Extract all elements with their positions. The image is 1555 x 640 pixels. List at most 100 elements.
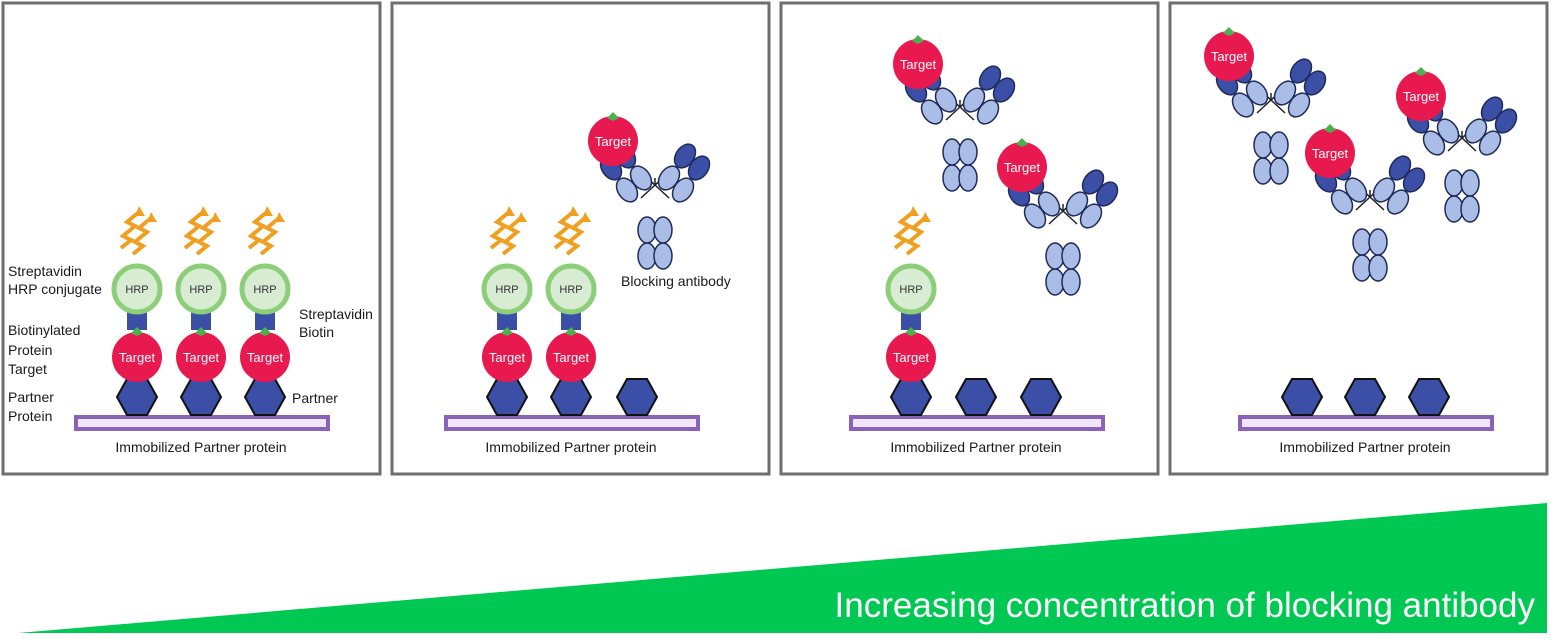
signal-icon — [893, 204, 933, 256]
hrp-circle — [545, 263, 597, 315]
target-circle — [546, 332, 596, 382]
streptavidin-block — [191, 310, 211, 330]
panel-2: Immobilized Partner protein Target HRP T… — [444, 112, 731, 455]
target-circle — [997, 142, 1047, 192]
target-circle — [176, 332, 226, 382]
label-blocking-antibody: Blocking antibody — [621, 273, 731, 289]
label-partner: Partner — [292, 390, 338, 406]
signal-icon — [119, 204, 159, 256]
label-partner-protein-1: Partner — [8, 389, 54, 405]
hrp-circle — [175, 263, 227, 315]
biotin-icon — [565, 327, 577, 336]
panel-4: Immobilized Partner protein Target Targe… — [1204, 27, 1522, 455]
biotin-icon — [607, 112, 619, 121]
streptavidin-block — [255, 310, 275, 330]
panel-3-frame — [779, 1, 1160, 476]
antibody-complex: Target — [997, 138, 1123, 296]
bound-complex: Target HRP — [545, 204, 597, 416]
label-streptavidin-biotin-1: Streptavidin — [299, 306, 373, 322]
bound-complex: Target HRP — [481, 204, 533, 416]
label-streptavidin-biotin-2: Biotin — [299, 324, 334, 340]
streptavidin-block — [561, 310, 581, 330]
signal-icon — [489, 204, 529, 256]
panel-1-frame — [1, 1, 382, 476]
target-label: Target — [183, 350, 220, 365]
panel-4-frame — [1168, 1, 1549, 476]
antibody-complex: Target — [1396, 67, 1522, 223]
target-circle — [240, 332, 290, 382]
bound-complex: Target HRP — [175, 204, 227, 416]
surface-bar — [74, 415, 330, 431]
biotin-icon — [501, 327, 513, 336]
hrp-label: HRP — [189, 284, 212, 296]
biotin-icon — [912, 35, 924, 44]
concentration-label: Increasing concentration of blocking ant… — [835, 586, 1536, 625]
target-label: Target — [893, 350, 930, 365]
free-partner-hexagon-icon — [616, 378, 658, 416]
signal-icon — [183, 204, 223, 256]
partner-hexagon-icon — [486, 378, 528, 416]
hrp-label: HRP — [495, 284, 518, 296]
target-label: Target — [900, 57, 937, 72]
hrp-label: HRP — [253, 284, 276, 296]
target-label: Target — [595, 134, 632, 149]
target-label: Target — [1004, 160, 1041, 175]
free-partner-hexagon-icon — [955, 378, 997, 416]
hrp-circle — [481, 263, 533, 315]
bound-complex: Target HRP — [239, 204, 291, 416]
target-circle — [893, 39, 943, 89]
hrp-circle — [111, 263, 163, 315]
target-label: Target — [1211, 49, 1248, 64]
hrp-label: HRP — [125, 284, 148, 296]
streptavidin-block — [497, 310, 517, 330]
target-circle — [1204, 31, 1254, 81]
biotin-icon — [905, 327, 917, 336]
partner-hexagon-icon — [550, 378, 592, 416]
surface-bar — [1238, 415, 1494, 431]
target-circle — [588, 116, 638, 166]
label-partner-protein-2: Protein — [8, 408, 52, 424]
surface-caption: Immobilized Partner protein — [1279, 439, 1450, 455]
surface-caption: Immobilized Partner protein — [485, 439, 656, 455]
target-label: Target — [489, 350, 526, 365]
biotin-icon — [131, 327, 143, 336]
partner-hexagon-icon — [180, 378, 222, 416]
streptavidin-block — [901, 310, 921, 330]
biotin-icon — [1324, 124, 1336, 133]
partner-hexagon-icon — [116, 378, 158, 416]
bound-complex: Target HRP — [885, 204, 937, 416]
concentration-wedge — [18, 503, 1547, 633]
bound-complex: Target HRP — [111, 204, 163, 416]
target-circle — [1305, 128, 1355, 178]
label-streptavidin-hrp-1: Streptavidin — [8, 263, 82, 279]
label-biotinylated-3: Target — [8, 361, 47, 377]
antibody-complex: Target — [893, 35, 1020, 192]
signal-icon — [553, 204, 593, 256]
target-label: Target — [553, 350, 590, 365]
free-partner-hexagon-icon — [1408, 378, 1450, 416]
hrp-label: HRP — [559, 284, 582, 296]
free-partner-hexagon-icon — [1281, 378, 1323, 416]
biotin-icon — [1223, 27, 1235, 36]
biotin-icon — [259, 327, 271, 336]
streptavidin-block — [127, 310, 147, 330]
target-circle — [1396, 71, 1446, 121]
hrp-circle — [885, 263, 937, 315]
biotin-icon — [195, 327, 207, 336]
antibody-complex: Target — [588, 112, 715, 270]
surface-bar — [444, 415, 700, 431]
panel-2-frame — [390, 1, 771, 476]
signal-icon — [247, 204, 287, 256]
antibody-complex: Target — [1204, 27, 1331, 185]
target-circle — [482, 332, 532, 382]
free-partner-hexagon-icon — [1020, 378, 1062, 416]
biotin-icon — [1415, 67, 1427, 76]
target-circle — [886, 332, 936, 382]
target-circle — [112, 332, 162, 382]
partner-hexagon-icon — [890, 378, 932, 416]
target-label: Target — [119, 350, 156, 365]
surface-bar — [849, 415, 1105, 431]
label-biotinylated-1: Biotinylated — [8, 322, 80, 338]
biotin-icon — [1016, 138, 1028, 147]
free-partner-hexagon-icon — [1344, 378, 1386, 416]
